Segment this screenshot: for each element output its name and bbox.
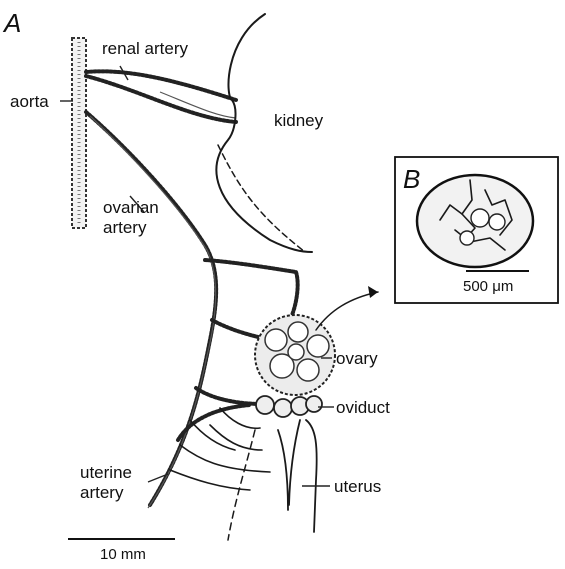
main-scale: 10 mm	[68, 539, 175, 563]
label-oviduct: oviduct	[336, 398, 390, 417]
uterus-horn	[170, 408, 317, 540]
label-aorta: aorta	[10, 92, 49, 111]
renal-artery-vessel	[86, 71, 236, 122]
ovarian-artery-vessel	[86, 112, 298, 508]
label-uterus: uterus	[334, 477, 381, 496]
label-ovarian-artery-1: ovarian	[103, 198, 159, 217]
label-ovarian-artery-2: artery	[103, 218, 147, 237]
kidney-outline	[216, 14, 312, 252]
label-uterine-artery-2: artery	[80, 483, 124, 502]
label-uterine-artery-1: uterine	[80, 463, 132, 482]
label-ovary: ovary	[336, 349, 378, 368]
aorta-vessel	[72, 38, 86, 228]
panel-b-label: B	[403, 164, 420, 194]
label-kidney: kidney	[274, 111, 324, 130]
label-renal-artery: renal artery	[102, 39, 188, 58]
inset-b: B 500 μm	[395, 157, 558, 303]
inset-arrow	[316, 286, 378, 330]
panel-a-label: A	[2, 8, 21, 38]
oviduct-coils	[256, 396, 322, 417]
ovary-cluster	[255, 315, 335, 395]
inset-scale-label: 500 μm	[463, 278, 513, 295]
main-scale-label: 10 mm	[100, 546, 146, 563]
